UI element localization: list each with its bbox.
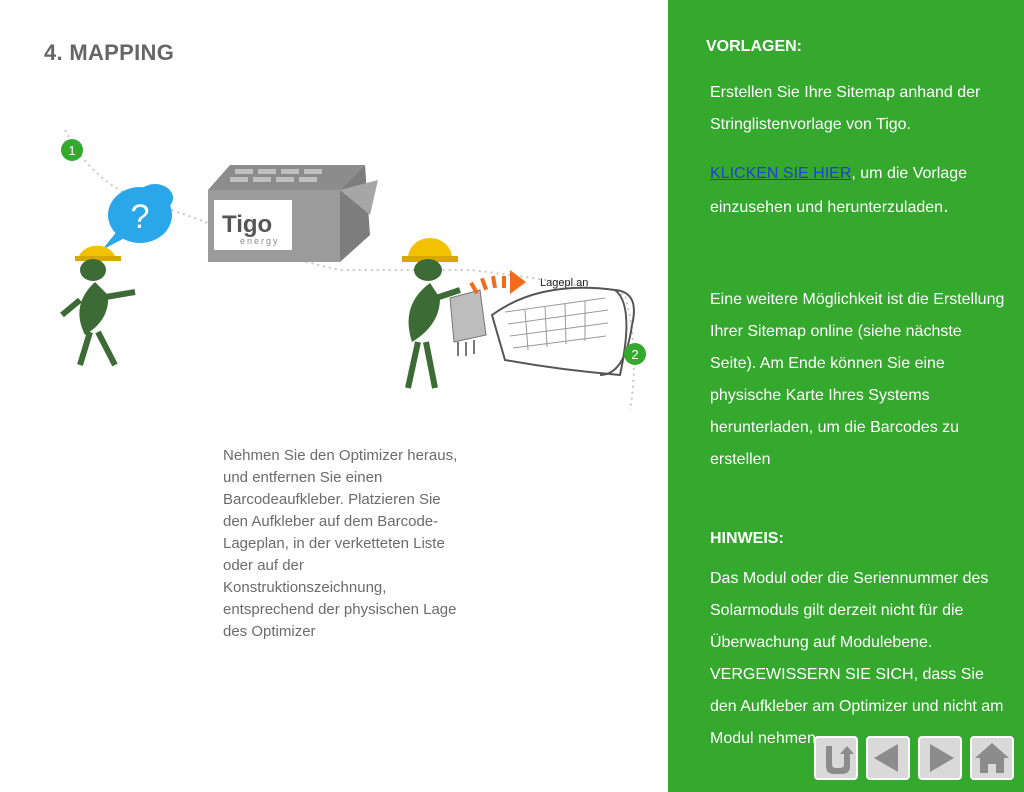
templates-heading: VORLAGEN: — [706, 38, 802, 55]
step-2-number: 2 — [631, 347, 638, 362]
link-end-dot: . — [943, 195, 949, 217]
site-plan-scroll: Lagepl an — [490, 277, 635, 377]
worker-2-figure — [402, 238, 461, 389]
step-1-number: 1 — [68, 143, 75, 158]
content-panel: 4. MAPPING 1 ? — [44, 40, 646, 640]
return-button[interactable] — [814, 736, 858, 780]
tigo-logo-sub: energy — [240, 236, 280, 246]
return-icon — [826, 746, 854, 774]
mapping-illustration: 1 ? — [60, 129, 646, 411]
link-comma: , — [851, 165, 856, 182]
tigo-box: Tigo energy — [208, 165, 378, 262]
question-mark: ? — [131, 198, 150, 236]
previous-icon — [874, 744, 898, 772]
note-heading: HINWEIS: — [710, 530, 784, 547]
next-icon — [930, 744, 954, 772]
optimizer-device — [449, 289, 487, 356]
link-rest-text: um die Vorlage einzusehen und herunterzu… — [710, 165, 968, 216]
next-button[interactable] — [918, 736, 962, 780]
worker-1-figure — [60, 245, 136, 367]
template-link-paragraph: KLICKEN SIE HIER, um die Vorlage einzuse… — [710, 158, 1010, 224]
sidebar-panel: VORLAGEN: Erstellen Sie Ihre Sitemap anh… — [668, 0, 1024, 792]
instruction-text: Nehmen Sie den Optimizer heraus, und ent… — [223, 447, 458, 640]
templates-text: Erstellen Sie Ihre Sitemap anhand der St… — [710, 84, 981, 133]
click-here-link[interactable]: KLICKEN SIE HIER — [710, 165, 852, 182]
step-1-marker: 1 — [61, 139, 83, 161]
note-text: Das Modul oder die Seriennummer des Sola… — [710, 570, 1004, 747]
step-2-marker: 2 — [624, 343, 646, 365]
online-text: Eine weitere Möglichkeit ist die Erstell… — [710, 291, 1005, 468]
motion-arrows — [469, 270, 526, 295]
tigo-logo-text: Tigo — [222, 211, 272, 238]
home-button[interactable] — [970, 736, 1014, 780]
page-title: 4. MAPPING — [44, 40, 175, 65]
home-icon — [975, 743, 1009, 773]
plan-label: Lagepl an — [540, 277, 588, 289]
question-bubble: ? — [102, 184, 173, 250]
previous-button[interactable] — [866, 736, 910, 780]
